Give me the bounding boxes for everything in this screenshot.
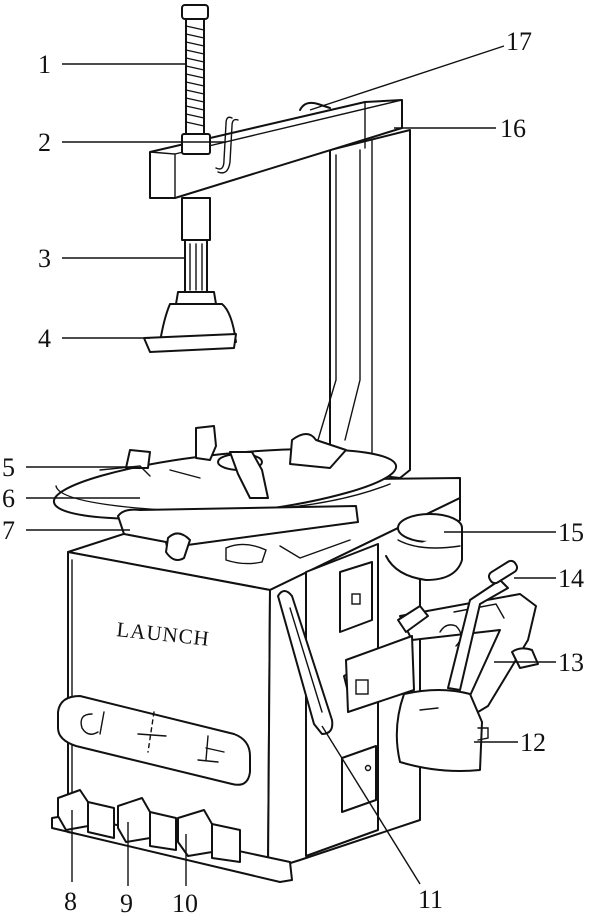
callout-5: 5 (2, 453, 15, 482)
foot-pedals (57, 789, 241, 863)
callout-12: 12 (520, 728, 546, 757)
callout-4: 4 (38, 324, 51, 353)
callout-6: 6 (2, 484, 15, 513)
leader-11 (321, 725, 421, 885)
screw-rod (181, 4, 211, 155)
horizontal-arm (149, 99, 403, 199)
bead-breaker-arm (399, 593, 539, 713)
tower-column (317, 129, 411, 479)
leader-lines (26, 45, 556, 886)
callout-2: 2 (38, 128, 51, 157)
callout-10: 10 (172, 889, 198, 916)
pedal-rod (277, 590, 334, 735)
leader-17 (309, 45, 505, 111)
callout-11: 11 (418, 885, 443, 914)
bead-breaker-lever (447, 559, 519, 691)
callout-17: 17 (506, 27, 532, 56)
callout-1: 1 (38, 50, 51, 79)
callout-14: 14 (558, 564, 584, 593)
callout-16: 16 (500, 114, 526, 143)
callout-7: 7 (2, 516, 15, 545)
bead-breaker-blade (395, 689, 489, 772)
control-symbol-panel (57, 695, 251, 786)
callout-15: 15 (558, 518, 584, 547)
side-plate (305, 543, 429, 857)
callout-3: 3 (38, 244, 51, 273)
vertical-shaft (175, 197, 217, 305)
mount-demount-head (143, 303, 237, 353)
tire-bucket (385, 513, 463, 581)
callout-labels: 1 2 3 4 5 6 7 8 9 10 11 12 13 14 15 16 1… (2, 27, 584, 918)
callout-13: 13 (558, 648, 584, 677)
callout-9: 9 (120, 889, 133, 916)
callout-8: 8 (64, 887, 77, 916)
bead-breaker-cylinder (117, 505, 359, 565)
